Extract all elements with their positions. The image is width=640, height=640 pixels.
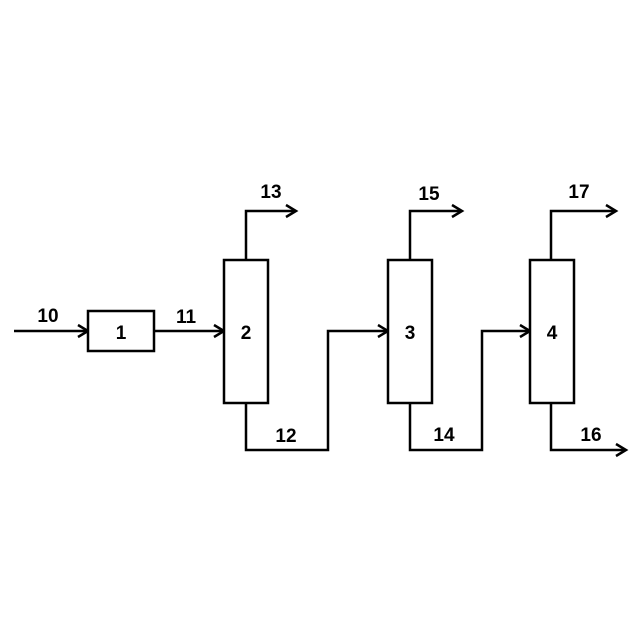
unit-1-label: 1 [116,323,127,344]
stream-13 [246,205,296,260]
stream-10-label: 10 [37,306,58,327]
stream-17-label: 17 [568,182,589,203]
stream-15-line [410,211,460,260]
stream-16-label: 16 [580,425,601,446]
stream-17 [551,205,616,260]
stream-17-line [551,211,614,260]
stream-12-label: 12 [275,426,296,447]
unit-4-label: 4 [547,323,558,344]
unit-2-label: 2 [241,323,252,344]
stream-15 [410,205,462,260]
stream-13-line [246,211,294,260]
stream-15-label: 15 [418,184,440,205]
unit-3-label: 3 [405,323,416,344]
stream-14-label: 14 [433,425,455,446]
stream-13-label: 13 [260,182,281,203]
stream-11-label: 11 [176,307,197,328]
